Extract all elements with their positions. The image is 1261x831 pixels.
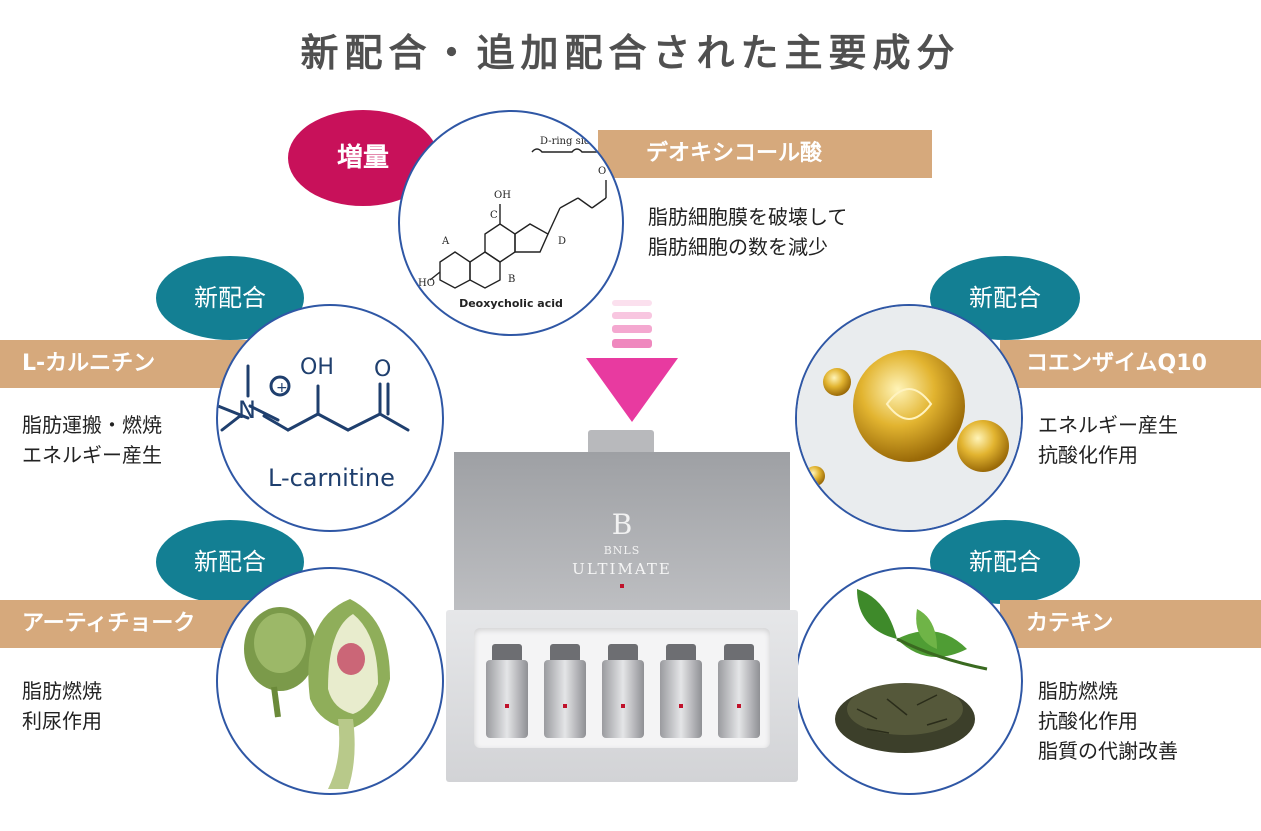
artichoke-image <box>244 599 390 789</box>
catechin-effects: 脂肪燃焼 抗酸化作用 脂質の代謝改善 <box>1038 676 1178 766</box>
effect-line: 脂肪燃焼 <box>22 679 102 703</box>
vial-tray <box>474 628 770 748</box>
artichoke-image-circle <box>216 567 444 795</box>
product-name: ULTIMATE <box>572 560 672 578</box>
brand-mark: B <box>611 508 633 541</box>
catechin-tea-image <box>835 589 988 753</box>
deoxycholic-effects: 脂肪細胞膜を破壊して 脂肪細胞の数を減少 <box>648 202 847 262</box>
vial <box>660 644 702 740</box>
svg-text:OH: OH <box>494 190 511 201</box>
carnitine-structure-image: N + OH O L-carnitine <box>218 355 410 492</box>
carnitine-n: N <box>238 396 256 424</box>
effect-line: 抗酸化作用 <box>1038 709 1138 733</box>
product-box: B BNLS ULTIMATE <box>446 430 798 782</box>
page-title: 新配合・追加配合された主要成分 <box>300 31 961 75</box>
effect-line: 脂肪細胞の数を減少 <box>648 235 828 259</box>
ingredient-name-catechin: カテキン <box>1000 600 1261 648</box>
vial <box>718 644 760 740</box>
artichoke-effects: 脂肪燃焼 利尿作用 <box>22 676 102 736</box>
deoxycholic-structure-image: D-ring side A B C D OH HO O Deoxycholic aci… <box>418 136 612 310</box>
carnitine-caption: L-carnitine <box>268 464 395 492</box>
svg-text:D: D <box>558 236 566 247</box>
increase-badge: 増量 <box>288 110 438 206</box>
vial <box>602 644 644 740</box>
vial <box>486 644 528 740</box>
box-tray <box>446 610 798 782</box>
effect-line: 利尿作用 <box>22 709 102 733</box>
deoxycholic-image-circle: D-ring side A B C D OH HO O Deoxycholic aci… <box>398 110 624 336</box>
effect-line: 脂質の代謝改善 <box>1038 739 1178 763</box>
svg-text:HO: HO <box>418 278 435 289</box>
catechin-image-circle <box>795 567 1023 795</box>
box-tab <box>588 430 654 456</box>
vial <box>544 644 586 740</box>
carnitine-effects: 脂肪運搬・燃焼 エネルギー産生 <box>22 410 162 470</box>
carnitine-o: O <box>374 357 391 382</box>
ingredient-name-coq10: コエンザイムQ10 <box>1000 340 1261 388</box>
effect-line: 脂肪運搬・燃焼 <box>22 413 162 437</box>
brand-name: BNLS <box>603 544 641 557</box>
svg-text:A: A <box>441 236 450 247</box>
svg-text:C: C <box>490 210 498 221</box>
effect-line: 脂肪細胞膜を破壊して <box>648 205 848 229</box>
carnitine-oh: OH <box>300 355 334 380</box>
carnitine-image-circle: N + OH O L-carnitine <box>216 304 444 532</box>
deoxycholic-caption: Deoxycholic acid <box>459 297 563 310</box>
effect-line: エネルギー産生 <box>22 443 162 467</box>
ingredient-name-artichoke: アーティチョーク <box>0 600 262 648</box>
deoxycholic-side-label: D-ring side <box>540 136 596 147</box>
coq10-effects: エネルギー産生 抗酸化作用 <box>1038 410 1178 470</box>
ingredient-name-carnitine: L-カルニチン <box>0 340 262 388</box>
arrow-down-icon <box>586 300 678 422</box>
red-dot <box>620 584 624 588</box>
coq10-image-circle <box>795 304 1023 532</box>
coq10-capsule-image <box>797 306 1021 530</box>
svg-text:+: + <box>276 380 288 396</box>
svg-text:B: B <box>508 274 515 285</box>
effect-line: エネルギー産生 <box>1038 413 1178 437</box>
effect-line: 抗酸化作用 <box>1038 443 1138 467</box>
ingredient-name-deoxycholic: デオキシコール酸 <box>598 130 932 178</box>
effect-line: 脂肪燃焼 <box>1038 679 1118 703</box>
svg-text:O: O <box>598 166 606 177</box>
